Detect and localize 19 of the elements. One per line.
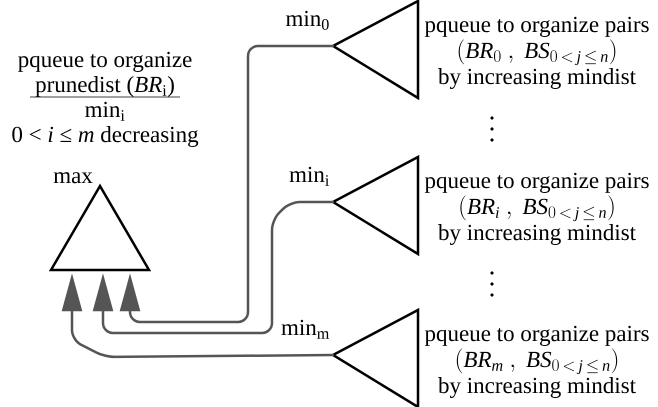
arrow [120,44,334,324]
min-label: min$_{m}$ [281,320,330,339]
arrow [92,200,334,334]
apex-label: max [54,172,93,184]
queue-text: $(\mathit{BR}_{\mathit{i}}\ ,\ \mathit{BS}_{0\,<\,\mathit{j}\,\le\,\mathit{n}})$ [460,195,614,222]
heading-text: min$_{i}$ [85,102,125,121]
queue-text: by increasing mindist [438,68,636,89]
queue-text: by increasing mindist [438,224,636,245]
queue-text: pqueue to organize pairs [424,326,649,346]
min-label: min$_{0}$ [286,10,329,30]
min-label: min$_{i}$ [290,166,329,186]
queue-text: pqueue to organize pairs [424,172,649,193]
queue-text: by increasing mindist [438,377,636,398]
queue-text: $(\mathit{BR}_0\ ,\ \mathit{BS}_{0\,<\,\mathit{j}\,\le\,\mathit{n}})$ [458,39,616,66]
heading-text: prunedist (BR$_{i}$) [36,76,174,97]
heading-text: 0 < i ≤ m decreasing [12,126,198,147]
queue-text: pqueue to organize pairs [424,16,649,37]
queue-text: $(\mathit{BR}_{\mathit{m}}\ ,\ \mathit{BS}_{0\,<\,\mathit{j}\,\le\,\mathit{n}})$ [456,348,618,374]
heading-text: pqueue to organize [18,52,192,72]
